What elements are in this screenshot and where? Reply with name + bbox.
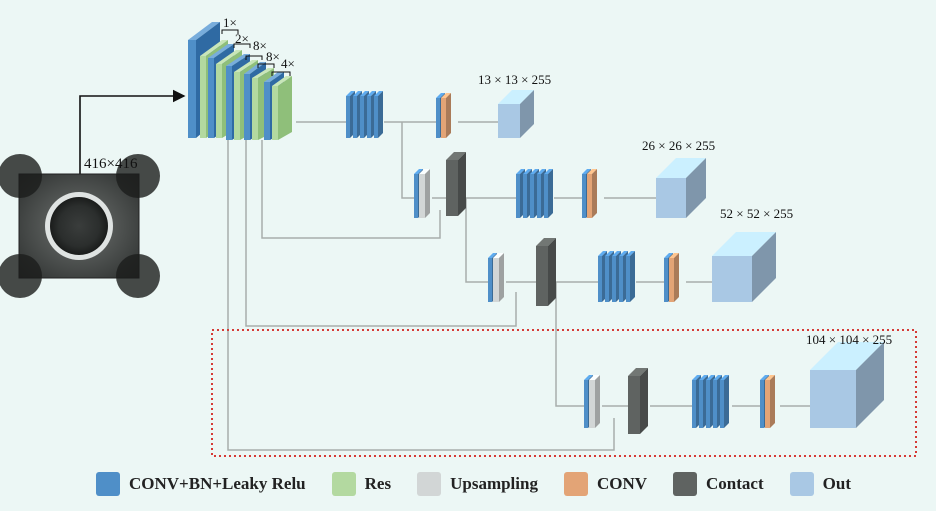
output-52	[712, 232, 776, 302]
legend-item-out: Out	[789, 472, 851, 496]
legend-label: Res	[364, 474, 392, 493]
upsample-block-1-up	[419, 169, 430, 218]
conv-stack-4	[720, 375, 729, 428]
legend-swatch	[563, 472, 588, 496]
output-label-52: 52 × 52 × 255	[720, 206, 793, 221]
contact-block-1	[446, 152, 466, 216]
legend-item-res: Res	[331, 472, 392, 496]
backbone: 1× 2× 8× 8× 4×	[188, 15, 295, 140]
output-26	[656, 158, 706, 218]
upsample-block-2-up	[493, 253, 504, 302]
conv-pair-3-conv	[669, 253, 679, 302]
legend-label: CONV	[596, 474, 648, 493]
repeat-label-3: 8×	[253, 38, 267, 53]
legend-swatch	[417, 472, 442, 496]
legend-item-conv: CONV	[563, 472, 648, 496]
connector-lines	[227, 121, 810, 451]
legend-label: Out	[822, 474, 851, 493]
conv-stack-2	[544, 169, 553, 218]
repeat-label-1: 1×	[223, 15, 237, 30]
legend-label: CONV+BN+Leaky Relu	[129, 474, 306, 493]
legend-item-contact: Contact	[673, 472, 764, 496]
generated-blocks	[346, 90, 884, 434]
output-104	[810, 342, 884, 428]
input-size-label: 416×416	[84, 156, 138, 172]
repeat-label-5: 4×	[281, 56, 295, 71]
contact-block-2	[536, 238, 556, 306]
legend-label: Contact	[706, 474, 764, 493]
output-label-13: 13 × 13 × 255	[478, 72, 551, 87]
contact-block-3	[628, 368, 648, 434]
output-label-104: 104 × 104 × 255	[806, 332, 892, 347]
legend-label: Upsampling	[450, 474, 538, 493]
input-image	[0, 154, 160, 298]
legend-swatch	[96, 472, 120, 496]
legend-swatch	[331, 472, 356, 496]
conv-pair-4-conv	[765, 375, 775, 428]
conv-stack-1	[374, 91, 383, 138]
legend: CONV+BN+Leaky Relu Res Upsampling CONV C…	[96, 470, 916, 498]
repeat-label-2: 2×	[235, 31, 249, 46]
highlight-box	[211, 329, 917, 457]
output-label-26: 26 × 26 × 255	[642, 138, 715, 153]
output-13	[498, 90, 534, 138]
legend-item-conv-bn-leaky-relu: CONV+BN+Leaky Relu	[96, 472, 306, 496]
conv-pair-2-conv	[587, 169, 597, 218]
input-arrow	[79, 89, 186, 174]
legend-swatch	[789, 472, 814, 496]
repeat-label-4: 8×	[266, 49, 280, 64]
conv-stack-3	[626, 251, 635, 302]
repeat-brackets	[221, 29, 291, 76]
legend-swatch	[673, 472, 698, 496]
conv-pair-1-conv	[441, 93, 451, 138]
upsample-block-3-up	[589, 375, 600, 428]
legend-item-upsampling: Upsampling	[417, 472, 538, 496]
backbone-res-block-5	[272, 76, 292, 140]
